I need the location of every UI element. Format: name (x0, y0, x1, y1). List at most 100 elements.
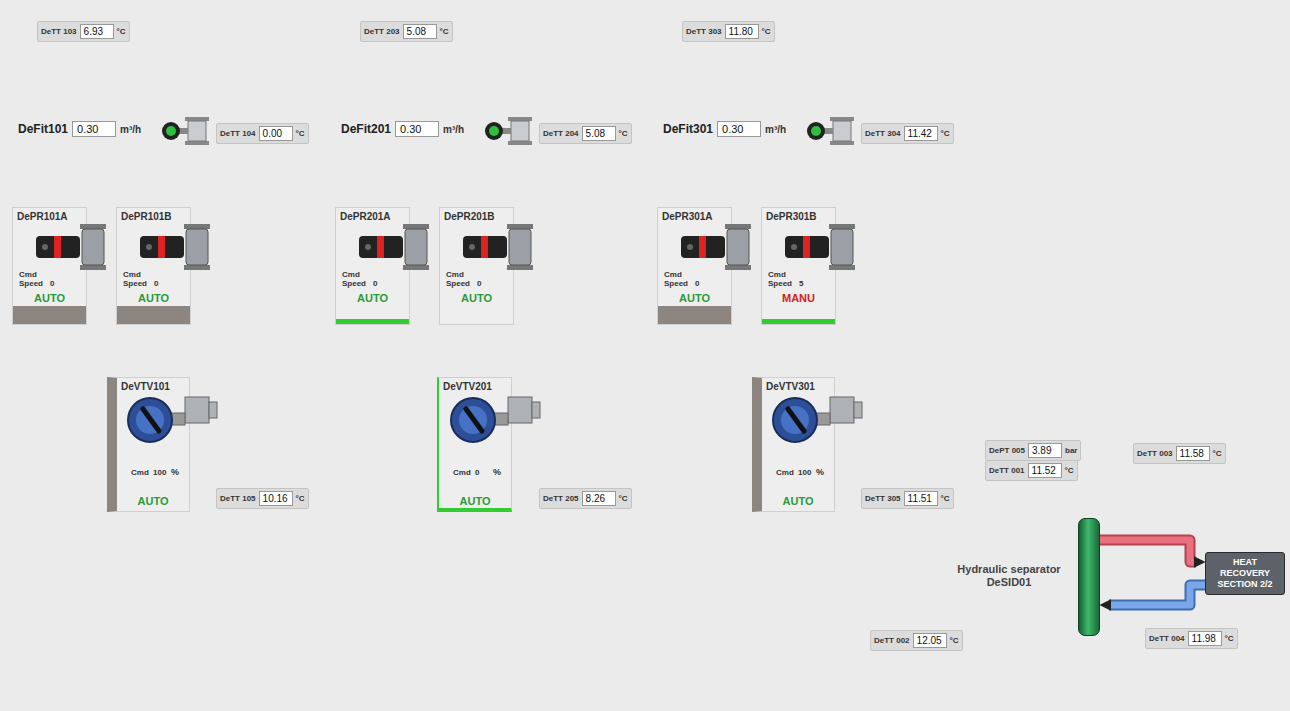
tag-name: DeTT 305 (865, 494, 901, 503)
measurement-tag: DeTT 00411.98°C (1145, 628, 1238, 649)
tag-name: DePT 005 (989, 446, 1025, 455)
tag-value: 0.30 (395, 121, 439, 137)
speed-value: 0 (154, 279, 158, 288)
valve-panel: DeVTV301Cmd 100% AUTO (752, 377, 835, 512)
measurement-tag: DeTT 2058.26°C (539, 488, 632, 509)
mode-status: AUTO (13, 292, 86, 304)
measurement-tag: DeTT 1036.93°C (37, 21, 130, 42)
mode-status: AUTO (117, 292, 190, 304)
tag-value: 5.08 (582, 126, 616, 141)
pipe-connector (1109, 585, 1205, 605)
pump-name: DePR101B (121, 211, 172, 222)
tag-value: 6.93 (80, 24, 114, 39)
measurement-tag: DeTT 10510.16°C (216, 488, 309, 509)
separator-label: Hydraulic separator DeSID01 (949, 563, 1069, 589)
command-value: 100 (798, 468, 811, 477)
measurement-tag: DeTT 2045.08°C (539, 123, 632, 144)
pump-panel: DePR301ACmd Speed0AUTO (657, 207, 732, 325)
tag-value: 12.05 (913, 633, 947, 648)
status-bar (13, 306, 86, 324)
tag-unit: °C (296, 129, 305, 138)
tag-name: DeTT 103 (41, 27, 77, 36)
command-label: Cmd (776, 468, 794, 477)
tag-unit: °C (296, 494, 305, 503)
command-label: Cmd (453, 468, 471, 477)
mode-status: AUTO (336, 292, 409, 304)
pump-panel: DePR101B Cmd Speed0AUTO (116, 207, 191, 325)
command-label: Cmd Speed (664, 270, 692, 288)
measurement-tag: DeTT 30511.51°C (861, 488, 954, 509)
valve-panel: DeVTV101Cmd 100% AUTO (107, 377, 190, 512)
tag-value: 8.26 (582, 491, 616, 506)
pump-name: DePR101A (17, 211, 68, 222)
status-bar (336, 319, 409, 324)
tag-name: DeTT 004 (1149, 634, 1185, 643)
tag-value: 10.16 (259, 491, 293, 506)
valve-name: DeVTV301 (766, 381, 815, 392)
valve-panel: DeVTV201Cmd0%AUTO (437, 377, 512, 512)
mode-status: MANU (762, 292, 835, 304)
tag-value: 0.00 (259, 126, 293, 141)
command-label: Cmd Speed (19, 270, 47, 288)
command-unit: % (816, 467, 824, 477)
pipe-stroke (1100, 540, 1196, 562)
pump-name: DePR301B (766, 211, 817, 222)
tag-name: DeTT 104 (220, 129, 256, 138)
hydraulic-separator: Hydraulic separator DeSID01 (1078, 518, 1100, 636)
tag-unit: °C (619, 129, 628, 138)
pipe-stroke (1109, 585, 1205, 605)
pump-panel: DePR201BCmd Speed0AUTO (439, 207, 514, 325)
measurement-tag: DeTT 1040.00°C (216, 123, 309, 144)
tag-name: DeTT 303 (686, 27, 722, 36)
tag-name: DeTT 203 (364, 27, 400, 36)
speed-value: 0 (477, 279, 481, 288)
status-bar (117, 306, 190, 324)
tag-unit: °C (117, 27, 126, 36)
flow-tag: DeFit3010.30m³/h (663, 121, 786, 137)
valve-name: DeVTV101 (121, 381, 170, 392)
pump-name: DePR301A (662, 211, 713, 222)
tag-value: 11.51 (904, 491, 938, 506)
tag-name: DeTT 105 (220, 494, 256, 503)
tag-name: DeTT 003 (1137, 449, 1173, 458)
command-label: Cmd (131, 468, 149, 477)
measurement-tag: DePT 0053.89bar (985, 440, 1081, 461)
tag-unit: °C (762, 27, 771, 36)
tag-unit: °C (1213, 449, 1222, 458)
tag-name: DeFit101 (18, 122, 68, 136)
command-label: Cmd Speed (342, 270, 370, 288)
tag-name: DeTT 204 (543, 129, 579, 138)
measurement-tag: DeTT 30311.80°C (682, 21, 775, 42)
tag-value: 3.89 (1028, 443, 1062, 458)
pump-name: DePR201A (340, 211, 391, 222)
command-unit: % (493, 467, 501, 477)
tag-value: 0.30 (72, 121, 116, 137)
tag-unit: °C (440, 27, 449, 36)
tag-value: 11.58 (1176, 446, 1210, 461)
flow-tag: DeFit2010.30m³/h (341, 121, 464, 137)
speed-value: 5 (799, 279, 803, 288)
measurement-tag: DeTT 00311.58°C (1133, 443, 1226, 464)
tag-value: 11.42 (904, 126, 938, 141)
mode-status: AUTO (762, 495, 834, 507)
command-label: Cmd Speed (123, 270, 151, 288)
speed-value: 0 (373, 279, 377, 288)
pump-panel: DePR101ACmd Speed0AUTO (12, 207, 87, 325)
section-link-box: HEAT RECOVERY SECTION 2/2 (1205, 552, 1285, 595)
pipe-connector (1100, 540, 1196, 562)
tag-name: DeFit301 (663, 122, 713, 136)
status-bar (658, 306, 731, 324)
tag-unit: °C (941, 129, 950, 138)
pump-panel: DePR301BCmd Speed5MANU (761, 207, 836, 325)
tag-unit: m³/h (120, 124, 141, 135)
measurement-tag: DeTT 2035.08°C (360, 21, 453, 42)
status-bar (762, 319, 835, 324)
tag-name: DeFit201 (341, 122, 391, 136)
mode-status: AUTO (117, 495, 189, 507)
command-label: Cmd Speed (446, 270, 474, 288)
mode-status: AUTO (440, 292, 513, 304)
command-unit: % (171, 467, 179, 477)
command-value: 100 (153, 468, 166, 477)
pump-panel: DePR201A Cmd Speed0AUTO (335, 207, 410, 325)
measurement-tag: DeTT 00212.05°C (870, 630, 963, 651)
